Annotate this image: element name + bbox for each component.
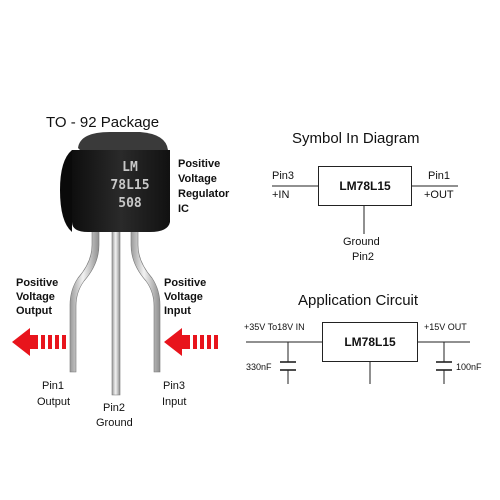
input-arrow bbox=[164, 328, 218, 356]
pin1-function: Output bbox=[37, 396, 71, 408]
marking-line-1: LM bbox=[122, 160, 138, 175]
lead-pin3 bbox=[130, 221, 161, 373]
pin3-number: Pin3 bbox=[163, 380, 186, 392]
symbol-out-label: +OUT bbox=[424, 189, 454, 201]
right-callout-3: Input bbox=[164, 305, 191, 317]
chip-top bbox=[78, 132, 168, 152]
pin2-function: Ground bbox=[96, 417, 133, 429]
marking-line-3: 508 bbox=[118, 196, 142, 211]
cap-out-label: 100nF bbox=[456, 362, 482, 372]
app-output-label: +15V OUT bbox=[424, 322, 467, 332]
package-title: TO - 92 Package bbox=[46, 114, 160, 131]
desc-line-3: Regulator bbox=[178, 188, 230, 200]
left-callout-1: Positive bbox=[16, 277, 59, 289]
right-callout-1: Positive bbox=[164, 277, 207, 289]
right-callout-2: Voltage bbox=[164, 291, 203, 303]
desc-line-1: Positive bbox=[178, 158, 221, 170]
pin3-function: Input bbox=[162, 396, 187, 408]
app-chip: LM78L15 bbox=[322, 322, 418, 362]
left-callout-3: Output bbox=[16, 305, 53, 317]
pin2-number: Pin2 bbox=[103, 402, 126, 414]
app-input-label: +35V To18V IN bbox=[244, 322, 305, 332]
cap-in-symbol bbox=[280, 361, 296, 371]
symbol-gnd-label: Ground bbox=[343, 236, 380, 248]
desc-line-4: IC bbox=[178, 203, 189, 215]
app-wires bbox=[246, 341, 470, 384]
desc-line-2: Voltage bbox=[178, 173, 217, 185]
output-arrow bbox=[12, 328, 66, 356]
symbol-in-label: +IN bbox=[272, 189, 290, 201]
pin1-number: Pin1 bbox=[42, 380, 65, 392]
lead-pin2 bbox=[111, 225, 121, 396]
symbol-title: Symbol In Diagram bbox=[292, 130, 420, 147]
symbol-wires bbox=[272, 185, 458, 234]
app-title: Application Circuit bbox=[298, 292, 419, 309]
symbol-gnd-pin: Pin2 bbox=[352, 251, 375, 263]
symbol-chip: LM78L15 bbox=[318, 166, 412, 206]
symbol-out-pin: Pin1 bbox=[428, 170, 451, 182]
left-callout-2: Voltage bbox=[16, 291, 55, 303]
lead-pin1 bbox=[69, 221, 100, 373]
marking-line-2: 78L15 bbox=[110, 178, 150, 193]
symbol-in-pin: Pin3 bbox=[272, 170, 295, 182]
chip-body bbox=[72, 150, 170, 232]
chip-side bbox=[60, 150, 72, 232]
cap-in-label: 330nF bbox=[246, 362, 272, 372]
cap-out-symbol bbox=[436, 361, 452, 371]
